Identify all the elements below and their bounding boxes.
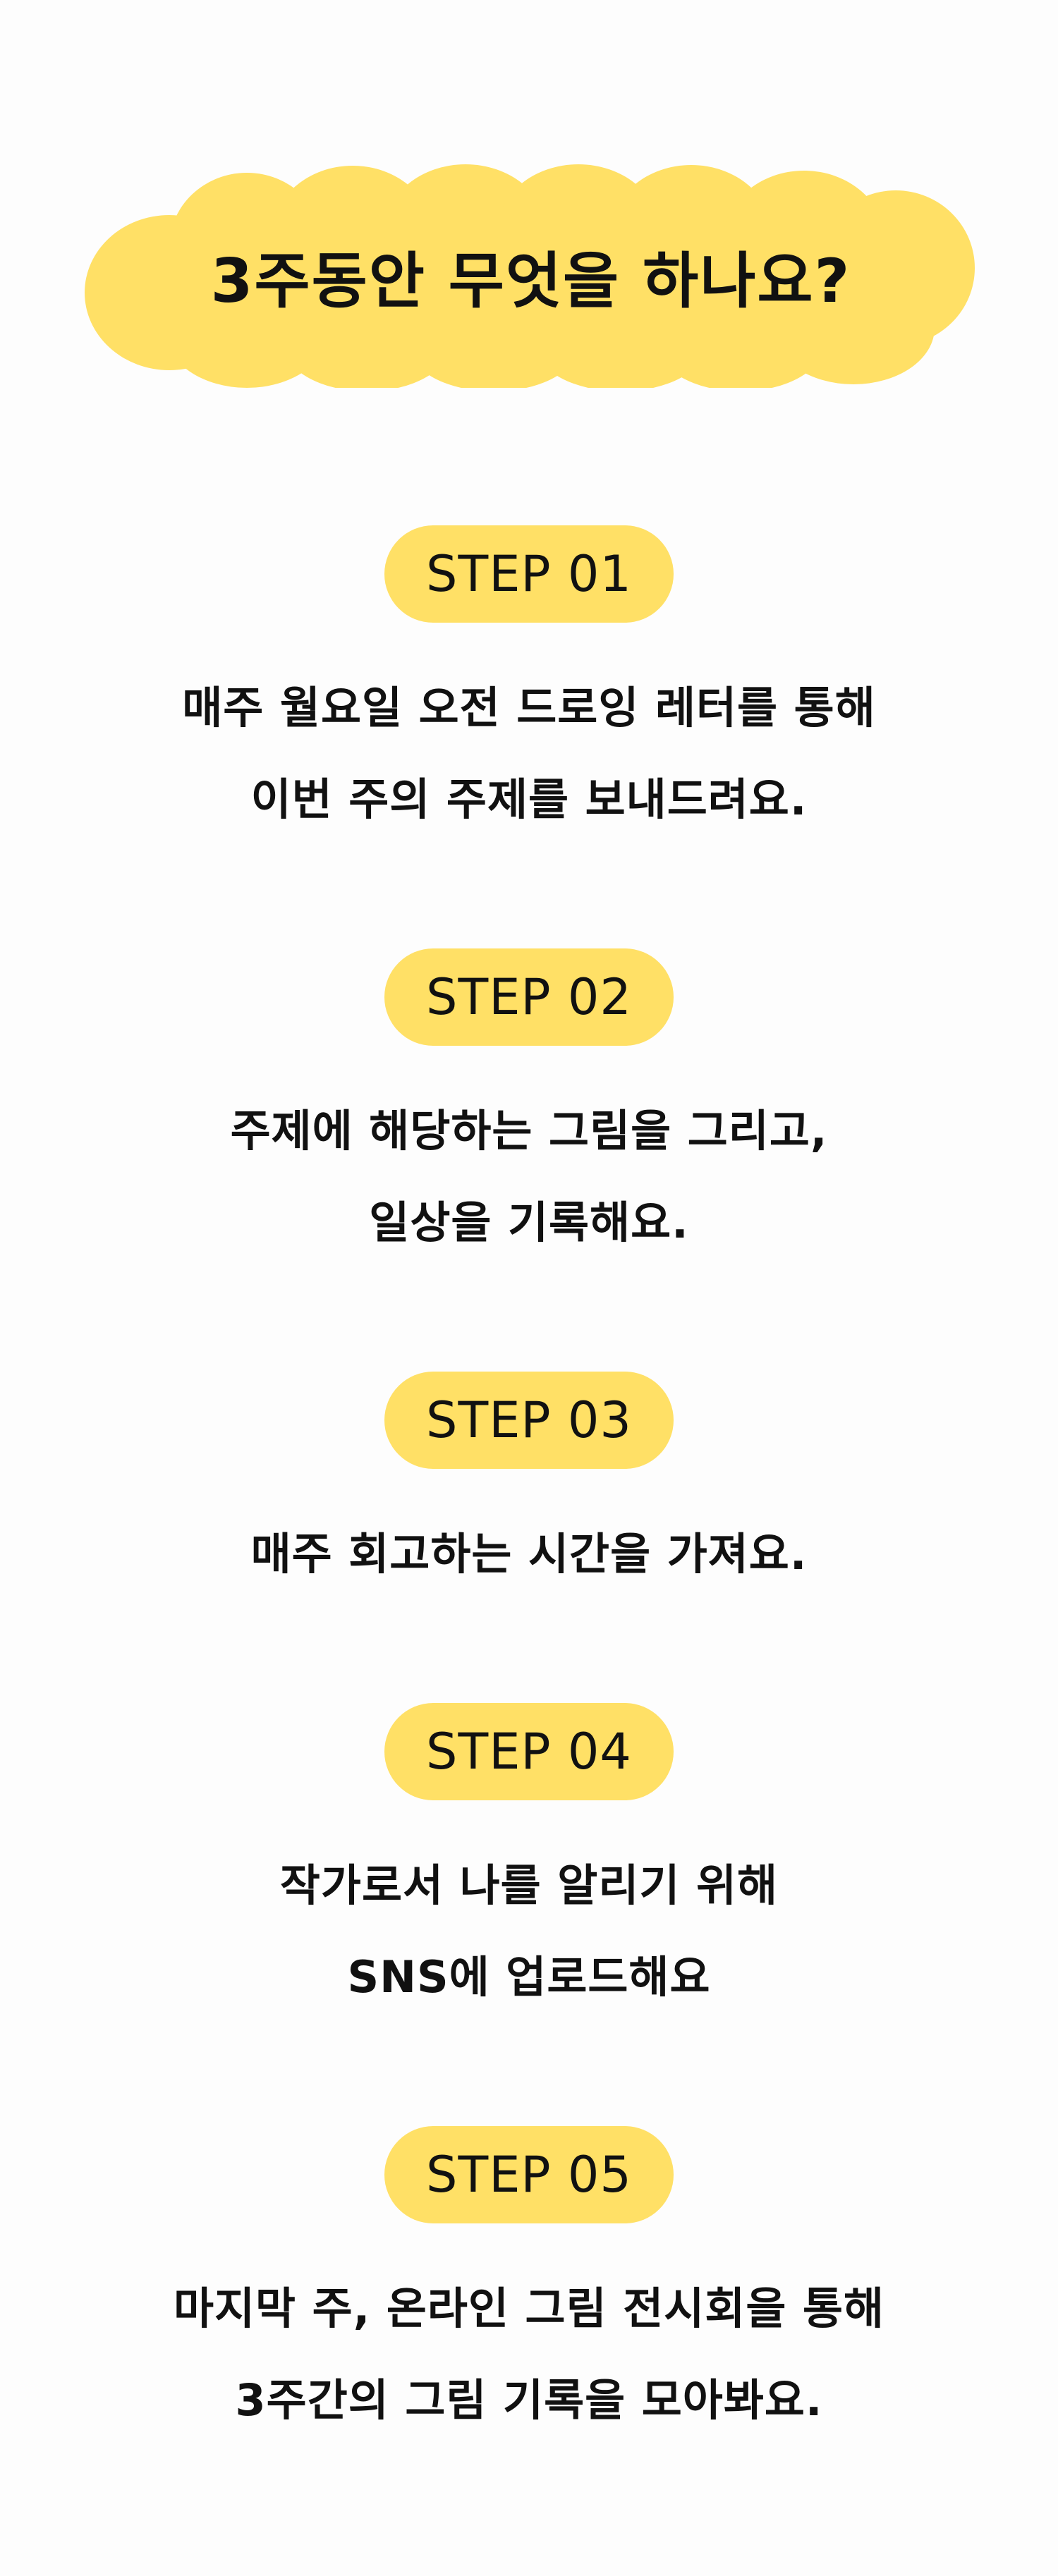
step-section-3: STEP 03 매주 회고하는 시간을 가져요. bbox=[0, 1372, 1058, 1600]
step-description-line: 이번 주의 주제를 보내드려요. bbox=[250, 774, 808, 825]
step-section-1: STEP 01 매주 월요일 오전 드로잉 레터를 통해 이번 주의 주제를 보… bbox=[0, 525, 1058, 846]
step-badge: STEP 03 bbox=[384, 1372, 674, 1469]
step-description-line: 주제에 해당하는 그림을 그리고, bbox=[230, 1105, 828, 1156]
step-section-4: STEP 04 작가로서 나를 알리기 위해 SNS에 업로드해요 bbox=[0, 1703, 1058, 2023]
step-description: 매주 월요일 오전 드로잉 레터를 통해 이번 주의 주제를 보내드려요. bbox=[0, 662, 1058, 846]
step-description: 매주 회고하는 시간을 가져요. bbox=[0, 1508, 1058, 1600]
step-description-line: 마지막 주, 온라인 그림 전시회을 통해 bbox=[173, 2283, 885, 2334]
step-description-line: 매주 월요일 오전 드로잉 레터를 통해 bbox=[182, 682, 876, 733]
step-badge: STEP 02 bbox=[384, 948, 674, 1046]
step-description: 주제에 해당하는 그림을 그리고, 일상을 기록해요. bbox=[0, 1085, 1058, 1269]
step-badge: STEP 04 bbox=[384, 1703, 674, 1800]
step-badge: STEP 05 bbox=[384, 2126, 674, 2223]
step-description-line: SNS에 업로드해요 bbox=[347, 1951, 711, 2003]
step-section-2: STEP 02 주제에 해당하는 그림을 그리고, 일상을 기록해요. bbox=[0, 948, 1058, 1269]
step-description-line: 매주 회고하는 시간을 가져요. bbox=[250, 1528, 808, 1580]
step-description-line: 일상을 기록해요. bbox=[369, 1197, 689, 1248]
cloud-shape-background bbox=[85, 164, 975, 388]
hero-banner: 3주동안 무엇을 하나요? bbox=[85, 162, 977, 388]
step-description-line: 작가로서 나를 알리기 위해 bbox=[279, 1860, 779, 1911]
step-description: 마지막 주, 온라인 그림 전시회을 통해 3주간의 그림 기록을 모아봐요. bbox=[0, 2263, 1058, 2446]
step-section-5: STEP 05 마지막 주, 온라인 그림 전시회을 통해 3주간의 그림 기록… bbox=[0, 2126, 1058, 2446]
step-description: 작가로서 나를 알리기 위해 SNS에 업로드해요 bbox=[0, 1840, 1058, 2023]
page-title: 3주동안 무엇을 하나요? bbox=[210, 245, 851, 317]
step-badge: STEP 01 bbox=[384, 525, 674, 623]
step-description-line: 3주간의 그림 기록을 모아봐요. bbox=[235, 2374, 823, 2426]
